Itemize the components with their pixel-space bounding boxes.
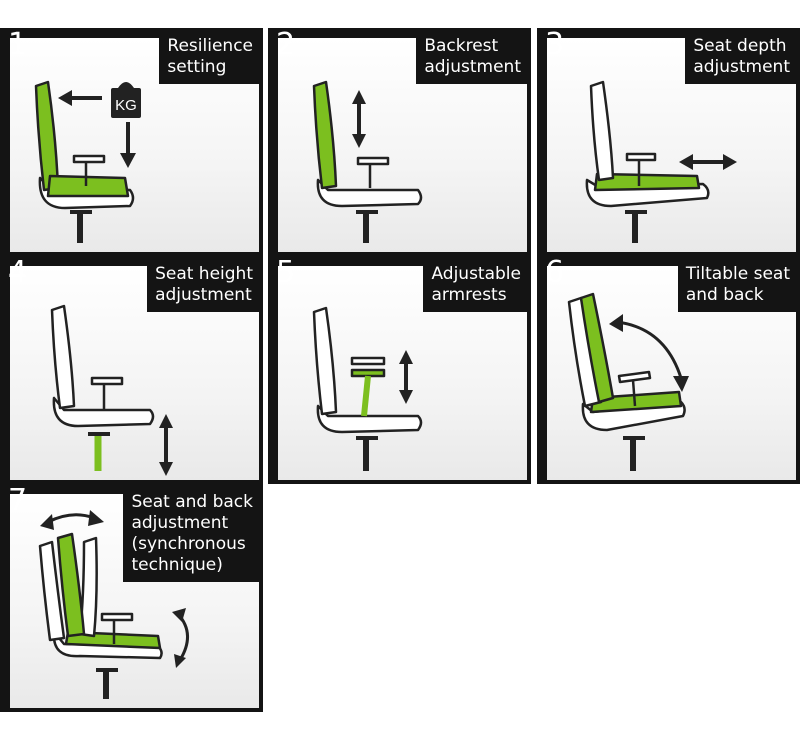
panel-4: 4 Seat height adjustment bbox=[0, 256, 263, 484]
panel-number: 6 bbox=[545, 256, 565, 290]
panel-number: 2 bbox=[276, 28, 296, 62]
chair-armrest-icon bbox=[312, 306, 423, 471]
chair-synchronous-icon bbox=[38, 510, 189, 699]
panel-5: 5 Adjustable armrests bbox=[268, 256, 531, 484]
panel-label: Seat height adjustment bbox=[147, 256, 263, 312]
panel-7: 7 Seat and back adjustment (synchronous … bbox=[0, 484, 263, 712]
panel-number: 5 bbox=[276, 256, 296, 290]
panel-number: 7 bbox=[8, 484, 28, 518]
panel-3: 3 Seat depth adjustment bbox=[537, 28, 800, 256]
panel-label: Seat depth adjustment bbox=[685, 28, 800, 84]
panel-label: Seat and back adjustment (synchronous te… bbox=[123, 484, 263, 582]
panel-2: 2 Backrest adjustment bbox=[268, 28, 531, 256]
panel-6: 6 Tiltable seat and back bbox=[537, 256, 800, 484]
chair-backrest-icon bbox=[312, 80, 423, 243]
panel-label: Resilience setting bbox=[159, 28, 263, 84]
panel-label: Backrest adjustment bbox=[416, 28, 531, 84]
chair-tilt-icon bbox=[567, 292, 689, 471]
panel-label: Tiltable seat and back bbox=[677, 256, 800, 312]
panel-number: 3 bbox=[545, 28, 565, 62]
panel-number: 1 bbox=[8, 28, 28, 62]
chair-seat-depth-icon bbox=[585, 80, 737, 243]
panel-1: KG 1 Resilience setting bbox=[0, 28, 263, 256]
chair-resilience-icon: KG bbox=[34, 80, 141, 243]
panel-label: Adjustable armrests bbox=[423, 256, 531, 312]
weight-label: KG bbox=[115, 97, 137, 114]
panel-number: 4 bbox=[8, 256, 28, 290]
chair-seat-height-icon bbox=[50, 304, 173, 476]
weight-block bbox=[111, 88, 141, 118]
